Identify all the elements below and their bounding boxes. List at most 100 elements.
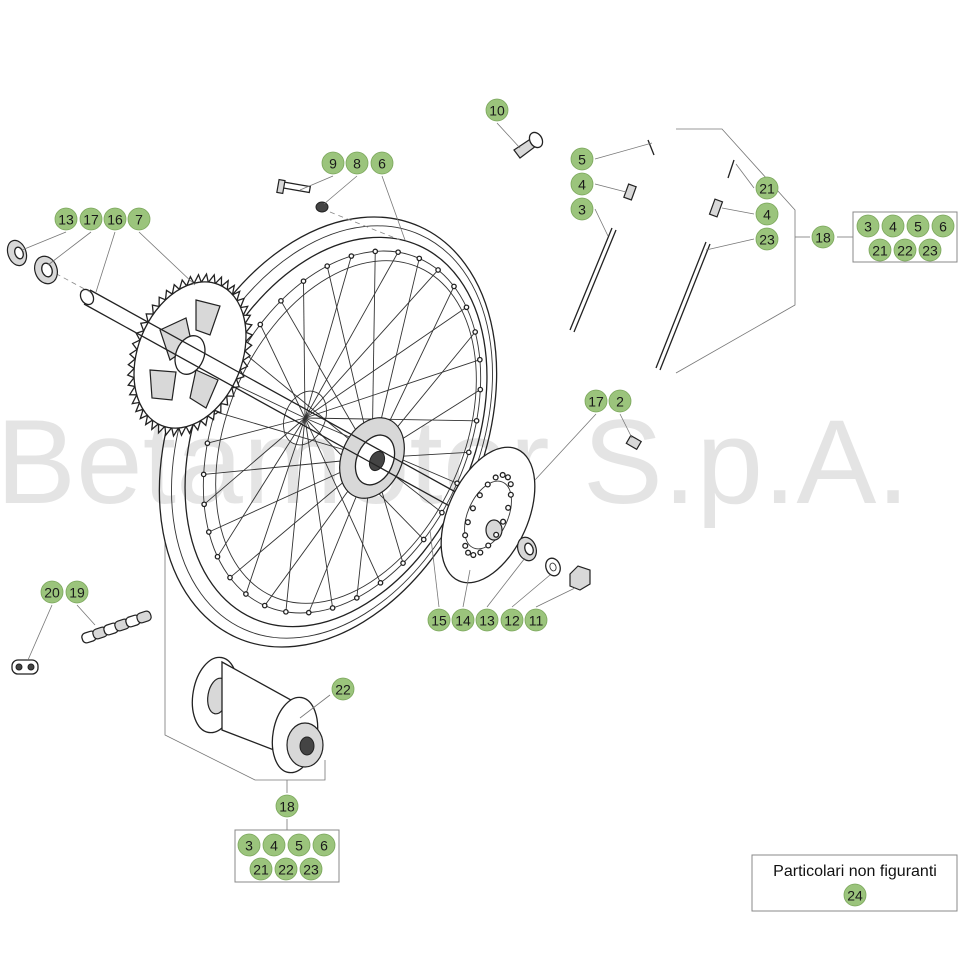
callout-c20-label: 20 — [44, 585, 60, 601]
spoke — [285, 417, 306, 612]
box-right-item-21-label: 21 — [872, 243, 888, 259]
callout-c17a-label: 17 — [83, 212, 99, 228]
spoke — [207, 417, 306, 444]
callout-c23a-label: 23 — [759, 232, 775, 248]
box-right-item-4-label: 4 — [889, 219, 897, 235]
callout-c12: 12 — [500, 608, 524, 632]
callout-c6a-label: 6 — [378, 156, 386, 172]
box-right-item-22: 22 — [893, 238, 917, 262]
spoke-nipple — [204, 440, 211, 447]
disc-hole — [507, 481, 514, 488]
disc-hole — [465, 549, 472, 556]
box-bottom-item-5-label: 5 — [295, 838, 303, 854]
spoke-nipple — [420, 536, 427, 543]
spoke-nipple — [200, 471, 207, 478]
chain-link — [136, 610, 152, 624]
rear-wheel — [158, 216, 498, 648]
box-right-item-6: 6 — [931, 214, 955, 238]
spoke-nipple — [377, 579, 384, 586]
spoke — [303, 281, 306, 419]
box-bottom-item-22-label: 22 — [278, 862, 294, 878]
spoke-nipple — [477, 356, 483, 363]
spoke-nipple — [283, 608, 289, 615]
box-right-item-6-label: 6 — [939, 219, 947, 235]
spoke-nipple — [353, 595, 360, 601]
callout-c14: 14 — [451, 608, 475, 632]
spoke — [245, 417, 306, 595]
disc-hole — [493, 531, 500, 538]
box-right-item-5-label: 5 — [914, 219, 922, 235]
box-bottom-item-23: 23 — [299, 857, 323, 881]
spoke-nipple — [416, 255, 423, 262]
spoke-nipple — [372, 248, 379, 255]
spoke-nipple — [305, 609, 312, 616]
box-right-item-3: 3 — [856, 214, 880, 238]
disc-hole — [485, 542, 492, 549]
callout-c4a-label: 4 — [578, 177, 586, 193]
callout-c22: 22 — [331, 677, 355, 701]
callout-c21a-label: 21 — [759, 181, 775, 197]
disc-hole — [462, 532, 469, 539]
spoke-nipple — [300, 278, 307, 285]
callout-c22-label: 22 — [335, 682, 351, 698]
disc-hole — [500, 518, 507, 525]
callout-c4b: 4 — [755, 202, 779, 226]
axle — [39, 264, 471, 515]
spoke — [304, 417, 477, 422]
callout-c2-label: 2 — [616, 394, 624, 410]
disc-hole — [499, 471, 506, 479]
chain-19 — [81, 610, 152, 644]
callout-c3a-label: 3 — [578, 202, 586, 218]
disc-hole — [507, 491, 514, 498]
callout-c19-label: 19 — [69, 585, 85, 601]
spoke-nipple — [439, 509, 445, 516]
callout-c5a: 5 — [570, 147, 594, 171]
box-right-item-23-label: 23 — [922, 243, 938, 259]
spoke — [259, 324, 306, 419]
box-right-item-3-label: 3 — [864, 219, 872, 235]
callout-c17a: 17 — [79, 207, 103, 231]
callout-c7: 7 — [127, 207, 151, 231]
disc-hole — [464, 519, 471, 526]
disc-hole — [462, 542, 469, 549]
callout-c16-label: 16 — [107, 212, 123, 228]
callout-c11-label: 11 — [529, 613, 544, 629]
spoke-nipple — [205, 529, 212, 535]
spoke-nipple — [329, 605, 336, 611]
box-right-item-22-label: 22 — [897, 243, 913, 259]
spoke-nipple — [324, 263, 331, 269]
disc-hole — [477, 549, 484, 556]
box-bottom-item-5: 5 — [287, 833, 311, 857]
group-brackets — [164, 128, 853, 830]
callout-c3a: 3 — [570, 197, 594, 221]
callout-c20: 20 — [40, 580, 64, 604]
right-hardware — [516, 434, 643, 591]
spoke-nipple — [214, 553, 221, 560]
callout-c21a: 21 — [755, 176, 779, 200]
callout-c6a: 6 — [370, 151, 394, 175]
spoke-nipple — [278, 297, 284, 304]
spoke-nipple — [473, 417, 480, 424]
callout-c13a-label: 13 — [58, 212, 74, 228]
spoke-nipple — [400, 560, 406, 567]
callout-c13b-label: 13 — [479, 613, 495, 629]
sprocket — [126, 272, 254, 438]
spoke-nipple — [472, 329, 479, 335]
callout-c5a-label: 5 — [578, 152, 586, 168]
box-right-item-4: 4 — [881, 214, 905, 238]
spoke-nipple — [261, 602, 268, 609]
callout-c18b: 18 — [275, 794, 299, 818]
callout-note-24: 24 — [843, 883, 867, 907]
hub-22 — [191, 656, 324, 774]
disc-hole — [504, 474, 511, 481]
box-bottom-item-4: 4 — [262, 833, 286, 857]
spoke — [304, 359, 480, 419]
brake-disc — [440, 446, 536, 584]
callout-c11: 11 — [524, 608, 548, 632]
callout-c4b-label: 4 — [763, 207, 771, 223]
box-bottom-item-23-label: 23 — [303, 862, 319, 878]
spoke — [304, 417, 334, 609]
